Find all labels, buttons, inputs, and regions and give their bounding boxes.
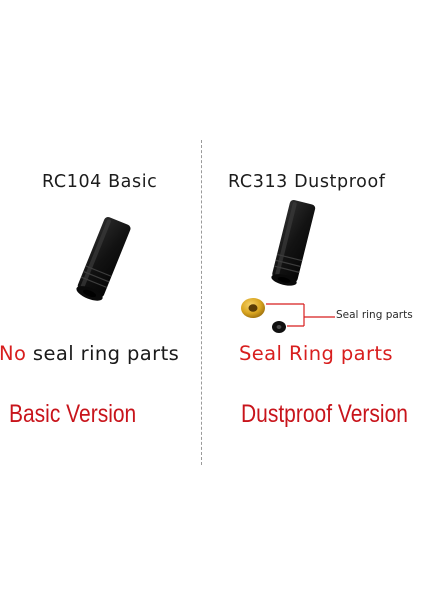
basic-version-label: Basic Version xyxy=(9,400,137,428)
dashed-divider xyxy=(201,140,202,465)
callout-lines xyxy=(266,303,335,327)
black-o-ring-icon xyxy=(272,321,286,333)
dustproof-seal-note: Seal Ring parts xyxy=(239,342,393,365)
dustproof-version-label: Dustproof Version xyxy=(241,400,408,428)
dustproof-cable-end-cap xyxy=(271,199,316,286)
gold-washer-icon xyxy=(241,298,265,318)
seal-ring-parts-text: seal ring parts xyxy=(26,342,180,365)
dustproof-model-title: RC313 Dustproof xyxy=(228,172,386,192)
basic-cable-end-cap xyxy=(76,217,131,301)
basic-model-title: RC104 Basic xyxy=(42,172,158,192)
seal-ring-parts-illustration xyxy=(241,298,335,333)
seal-callout-label: Seal ring parts xyxy=(336,309,413,321)
no-word: No xyxy=(0,342,27,365)
basic-seal-note: No seal ring parts xyxy=(0,342,179,365)
